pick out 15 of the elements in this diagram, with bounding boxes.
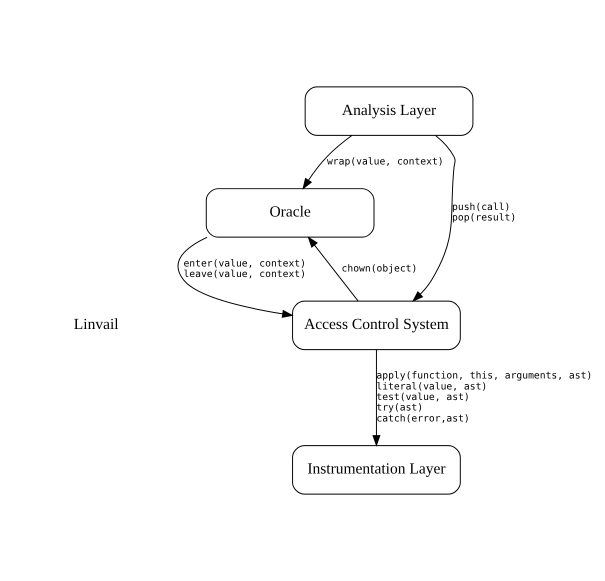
arrow bbox=[178, 236, 294, 318]
edge-label: push(call) pop(result) bbox=[452, 202, 516, 224]
edge-label: apply(function, this, arguments, ast) literal(value, ast) test(value, ast) try(ast) catch(error,ast) bbox=[376, 370, 592, 424]
node-box: Oracle bbox=[206, 188, 374, 238]
node-box: Access Control System bbox=[292, 300, 461, 350]
edge-label: enter(value, context) leave(value, context) bbox=[183, 258, 306, 280]
label: Linvail bbox=[74, 316, 119, 334]
edge-label: chown(object) bbox=[342, 264, 418, 275]
node-box: Instrumentation Layer bbox=[292, 445, 461, 495]
arrow bbox=[372, 349, 381, 447]
arrow bbox=[412, 135, 456, 302]
arrow bbox=[302, 135, 352, 190]
node-box: Analysis Layer bbox=[304, 86, 474, 136]
arrow bbox=[308, 236, 359, 302]
edge-label: wrap(value, context) bbox=[326, 156, 444, 168]
